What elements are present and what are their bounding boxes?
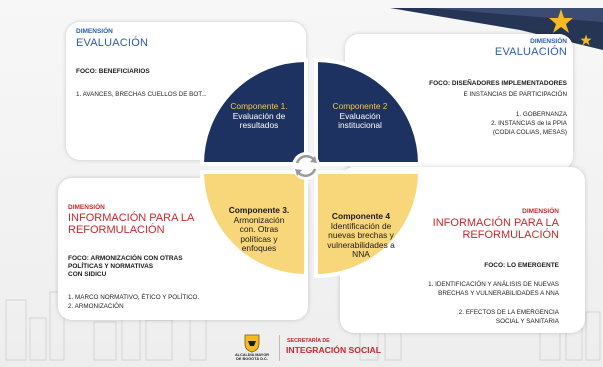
component-1-label: Componente 1. Evaluación de resultados <box>222 101 296 131</box>
card-dimension-label: DIMENSIÓN <box>68 204 105 211</box>
component-title: Componente 4 <box>331 211 391 221</box>
card-item: BRECHAS Y VULNERABILIDADES A NNA <box>438 290 559 297</box>
component-text: resultados <box>239 120 279 131</box>
card-focus: POLÍTICAS Y NORMATIVAS <box>68 263 154 270</box>
star-icon <box>549 9 573 33</box>
footer-mayor-line: DE BOGOTÁ D.C. <box>236 357 268 362</box>
card-title: INFORMACIÓN PARA LA <box>68 212 195 224</box>
component-title: Componente 3. <box>228 205 290 215</box>
component-text: Identificación de <box>330 220 392 231</box>
cycle-arrows-icon <box>292 152 320 180</box>
component-1-quadrant <box>199 57 308 166</box>
card-title: EVALUACIÓN <box>76 37 149 49</box>
component-text: Evaluación <box>339 110 381 121</box>
component-text: políticas y <box>240 233 278 244</box>
component-2-label: Componente 2 Evaluación institucional <box>323 101 397 131</box>
card-focus: FOCO: LO EMERGENTE <box>484 262 559 269</box>
component-3-label: Componente 3. Armonización con. Otras po… <box>220 205 298 254</box>
card-item: 1. AVANCES, BRECHAS CUELLOS DE BOT... <box>76 91 207 98</box>
component-text: institucional <box>338 120 382 131</box>
card-item: 1. IDENTIFICACIÓN Y ANÁLISIS DE NUEVAS <box>428 281 559 288</box>
bogota-crest-icon <box>244 334 260 353</box>
component-title: Componente 2 <box>332 101 388 111</box>
component-4-quadrant <box>314 170 423 279</box>
component-text: enfoques <box>241 243 277 254</box>
card-item: (CODIA COLIAS, MESAS) <box>492 129 567 136</box>
card-item: 1. GOBERNANZA <box>515 111 567 118</box>
card-dimension-label: DIMENSIÓN <box>522 208 559 215</box>
component-text: nuevas brechas y <box>328 230 394 241</box>
component-text: NNA <box>352 249 370 260</box>
footer-mayor-line: ALCALDÍA MAYOR <box>234 353 270 357</box>
footer-integracion: INTEGRACIÓN SOCIAL <box>286 345 382 355</box>
card-item: SOCIAL Y SANITARIA <box>495 318 559 325</box>
component-text: vulnerabilidades a <box>327 239 395 250</box>
component-text: Armonización <box>233 214 285 225</box>
component-text: con. Otras <box>239 224 279 235</box>
footer-mayor-text: ALCALDÍA MAYOR DE BOGOTÁ D.C. <box>228 353 276 362</box>
card-focus: FOCO: DISEÑADORES IMPLEMENTADORES <box>429 80 567 87</box>
card-dimension-label: DIMENSIÓN <box>76 28 113 35</box>
component-4-label: Componente 4 Identificación de nuevas br… <box>320 211 402 260</box>
component-text: Evaluación de <box>232 110 286 121</box>
component-title: Componente 1. <box>230 101 288 111</box>
card-focus: FOCO: ARMONIZACIÓN CON OTRAS <box>68 255 183 262</box>
card-item: 2. ARMONIZACIÓN <box>68 303 124 310</box>
card-focus-line2: E INSTANCIAS DE PARTICIPACIÓN <box>463 91 567 98</box>
star-icon <box>580 34 592 46</box>
card-item: 2. EFECTOS DE LA EMERGENCIA <box>458 309 559 316</box>
card-item: 1. MARCO NORMATIVO, ÉTICO Y POLÍTICO. <box>68 294 200 301</box>
card-dimension-label: DIMENSIÓN <box>530 38 567 45</box>
component-2-quadrant <box>314 57 423 166</box>
footer-divider <box>279 335 280 361</box>
card-item: 2. INSTANCIAS de la PPIA <box>491 120 567 127</box>
card-title: INFORMACIÓN PARA LA <box>432 217 559 229</box>
card-title: EVALUACIÓN <box>494 46 567 58</box>
card-focus: FOCO: BENEFICIARIOS <box>76 68 150 75</box>
component-3-quadrant <box>199 170 308 279</box>
card-title: REFORMULACIÓN <box>68 224 165 236</box>
card-focus: CON SIDICU <box>68 271 107 278</box>
footer-secretaria: SECRETARÍA DE <box>287 338 330 344</box>
card-title: REFORMULACIÓN <box>462 229 559 241</box>
